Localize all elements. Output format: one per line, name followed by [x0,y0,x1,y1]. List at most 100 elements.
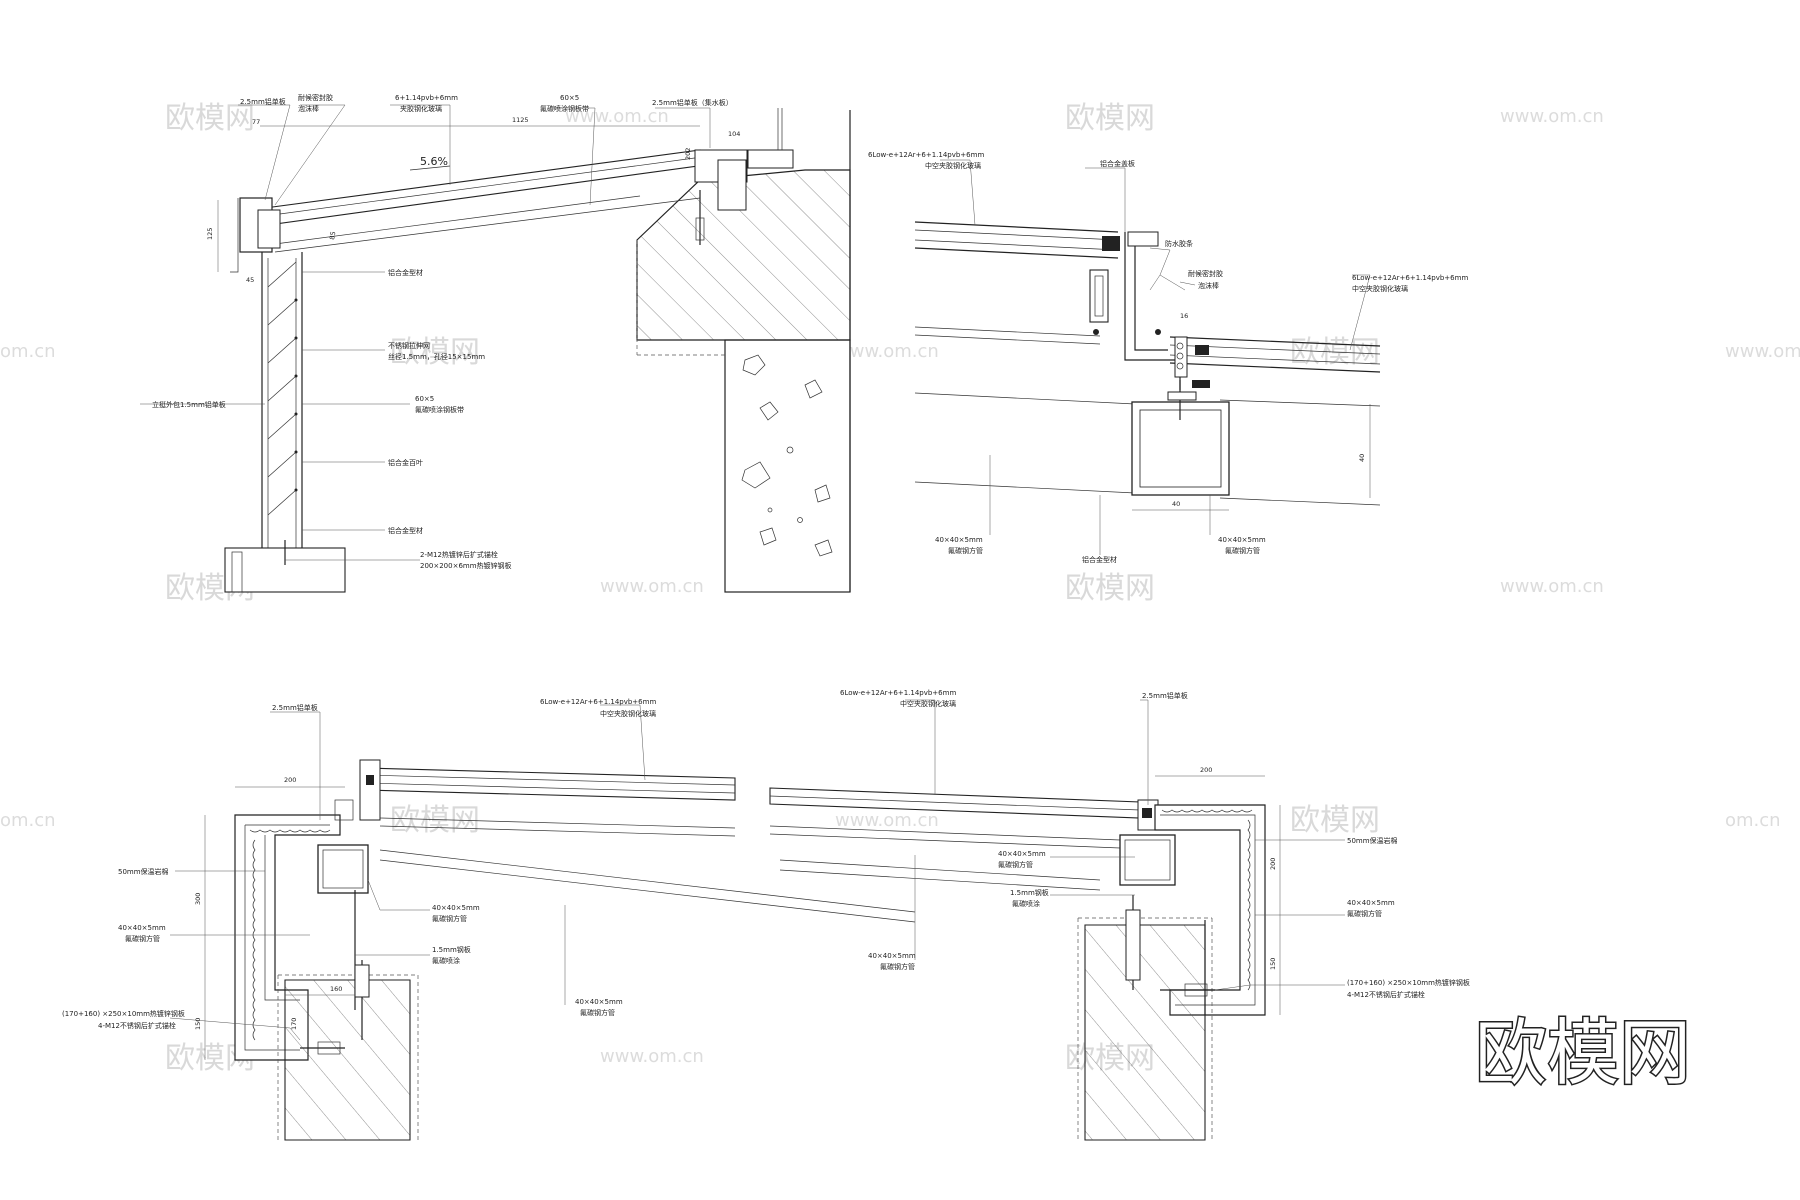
label-steel: 60×5 [560,94,579,102]
label-panel: 2.5mm铝单板 [272,703,318,712]
watermark-url: www.om.cn [1725,341,1800,362]
watermark-cn: 欧模网 [165,101,255,136]
detail-3-parapet-section: 200 300 150 160 170 2.5mm铝单板 6Low-e+12Ar… [62,698,916,1141]
label-anchor-plate: (170+160) ×250×10mm热镀锌钢板 [1347,978,1470,987]
watermark-url: om.cn [1725,810,1781,831]
louver-panel [261,252,303,548]
label-tube-right: 40×40×5mm [1347,899,1395,907]
label-glass-right: 6Low-e+12Ar+6+1.14pvb+6mm [1352,274,1468,282]
steel-square-tube [317,844,369,894]
label-tube-center-type: 氟碳钢方管 [432,914,467,923]
label-collector-panel: 2.5mm铝单板（集水板） [652,98,733,107]
label-tube-left: 40×40×5mm [868,952,916,960]
watermark-url: www.om.cn [1500,576,1604,597]
svg-text:77: 77 [252,118,260,126]
label-insulation: 50mm保温岩棉 [1347,836,1398,845]
insulation-wave [1161,809,1253,813]
detail-1-leaders [140,104,711,561]
label-panel: 2.5mm铝单板 [1142,691,1188,700]
concrete-aggregate [741,354,833,557]
gasket [1102,236,1120,251]
alu-profile-web [1124,232,1181,390]
label-anchor-plate: (170+160) ×250×10mm热镀锌钢板 [62,1009,185,1018]
svg-text:16: 16 [1180,312,1188,320]
label-alu-louver: 铝合金百叶 [388,458,423,467]
label-glass: 6Low-e+12Ar+6+1.14pvb+6mm [840,689,956,697]
watermark-url: om.cn [0,341,56,362]
label-tube-left-type: 氟碳钢方管 [948,546,983,555]
label-steel-plate: 1.5mm钢板 [432,945,471,954]
label-tube-right-type: 氟碳钢方管 [580,1008,615,1017]
watermark-url: www.om.cn [835,810,939,831]
label-tube-center: 40×40×5mm [432,904,480,912]
label-glass-top-type: 中空夹胶钢化玻璃 [925,161,981,170]
alu-profile-left [1089,269,1109,323]
label-mesh-spec: 丝径1.5mm，孔径15×15mm [388,352,485,361]
label-tube-left-type: 氟碳钢方管 [125,934,160,943]
label-tube-left: 40×40×5mm [935,536,983,544]
label-tube-left: 40×40×5mm [118,924,166,932]
detail-4-parapet-section: 200 200 150 6Low-e+12Ar+6+1.14pvb+6mm 中空… [769,689,1470,1141]
label-steel-plate-finish: 氟碳喷涂 [1012,899,1040,908]
svg-text:40: 40 [1172,500,1180,508]
detail-4-leaders [905,699,1345,991]
label-tube-left-type: 氟碳钢方管 [880,962,915,971]
glass-frame [359,759,381,821]
label-bolt: 2-M12热镀锌后扩式锚栓 [420,550,498,559]
label-glass-type: 中空夹胶钢化玻璃 [600,709,656,718]
steel-square-tube [1119,834,1176,886]
watermark-cn: 欧模网 [1290,803,1380,838]
insulation-wave [249,829,331,833]
watermark-url: om.cn [0,810,56,831]
watermark-cn: 欧模网 [1065,571,1155,606]
label-sealant: 耐候密封胶 [298,93,333,102]
svg-text:150: 150 [194,1018,202,1030]
label-glass-top: 6Low-e+12Ar+6+1.14pvb+6mm [868,151,984,159]
svg-text:160: 160 [330,985,342,993]
svg-text:200: 200 [1200,766,1212,774]
detail-2-leaders [940,159,1371,555]
watermark-cn: 欧模网 [1290,335,1380,370]
watermark-cn: 欧模网 [1065,101,1155,136]
svg-text:85: 85 [328,231,337,241]
label-foam: 泡沫棒 [298,104,319,113]
svg-text:45: 45 [246,276,254,284]
label-glass-type: 中空夹胶钢化玻璃 [900,699,956,708]
concrete-column [724,339,851,593]
label-alu-cover: 铝合金盖板 [1100,159,1135,168]
laminated-glass-slope [264,149,706,226]
label-glass: 6+1.14pvb+6mm [395,94,458,102]
label-steel-plate: 1.5mm钢板 [1010,888,1049,897]
label-mesh: 不锈钢拉伸网 [388,341,430,350]
label-panel: 2.5mm铝单板 [240,97,286,106]
svg-text:170: 170 [290,1018,298,1030]
label-alu-profile: 铝合金型材 [1082,555,1117,564]
base-plate [224,547,346,593]
label-glass-right-type: 中空夹胶钢化玻璃 [1352,284,1408,293]
label-anchor-bolt: 4-M12不锈钢后扩式锚栓 [1347,990,1425,999]
detail-3-leaders [169,704,646,1041]
watermark-url: www.om.cn [600,576,704,597]
detail-2-glass-joint: 16 40 40 6Low-e+12Ar+6+1.14pvb+6mm 中空夹胶钢… [868,151,1468,564]
label-sealant: 耐候密封胶 [1188,269,1223,278]
slope-label: 5.6% [420,155,448,168]
insulation-board [234,814,341,1061]
detail-1-canopy-section: 5.6% [140,93,851,593]
label-tube-right-type: 氟碳钢方管 [1225,546,1260,555]
watermark-cn: 欧模网 [390,335,480,370]
label-tube-a-type: 氟碳钢方管 [998,860,1033,869]
label-glass-type: 夹胶钢化玻璃 [400,104,442,113]
svg-text:40: 40 [1358,454,1366,462]
label-rubber-strip: 防水胶条 [1165,239,1193,248]
glass-left [914,221,1136,494]
brand-logo: 欧模网 [1475,1011,1691,1095]
svg-text:202: 202 [684,148,692,160]
label-post-cladding: 立挺外包1.5mm铝单板 [152,400,226,409]
watermark-url: www.om.cn [835,341,939,362]
svg-text:200: 200 [284,776,296,784]
label-steel-mid: 60×5 [415,395,434,403]
svg-text:1125: 1125 [512,116,529,124]
svg-text:300: 300 [194,893,202,905]
label-anchor-bolt: 4-M12不锈钢后扩式锚栓 [98,1021,176,1030]
